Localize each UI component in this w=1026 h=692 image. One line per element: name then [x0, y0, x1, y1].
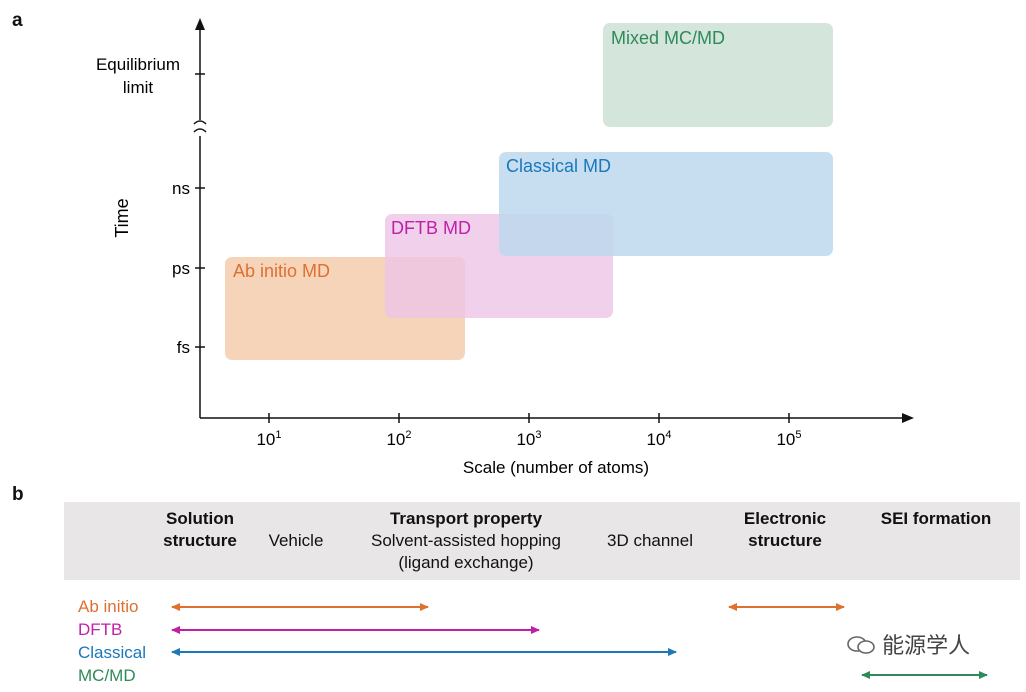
x-tick-label-1e3: 103: [516, 429, 541, 449]
header-electronic-structure: Electronic structure: [726, 508, 844, 552]
x-tick-label-1e1: 101: [256, 429, 281, 449]
panel-b-letter: b: [12, 484, 24, 505]
region-label-classical-md: Classical MD: [506, 156, 611, 176]
header-sei-formation: SEI formation: [880, 509, 992, 528]
region-label-dftb-md: DFTB MD: [391, 218, 471, 238]
x-axis-title: Scale (number of atoms): [463, 458, 649, 477]
y-tick-label-ps: ps: [172, 259, 190, 278]
header-solution-structure: Solution structure: [148, 508, 252, 552]
header-solvent-hopping: Solvent-assisted hopping: [371, 531, 561, 550]
header-electronic-structure-line2: structure: [748, 531, 822, 550]
header-transport-property: Transport property Solvent-assisted hopp…: [338, 508, 594, 574]
method-label-mc-md: MC/MD: [78, 666, 136, 685]
region-mixed-mc-md: [603, 23, 833, 127]
header-transport-property-title: Transport property: [389, 509, 543, 528]
x-tick-label-1e4: 104: [646, 429, 671, 449]
y-tick-label-fs: fs: [177, 338, 190, 357]
chat-bubble-icon: [847, 636, 875, 654]
method-label-ab-initio: Ab initio: [78, 597, 139, 616]
y-upper-label-line2: limit: [123, 78, 153, 97]
y-tick-label-ns: ns: [172, 179, 190, 198]
region-label-mixed-mc-md: Mixed MC/MD: [611, 28, 725, 48]
header-vehicle: Vehicle: [268, 531, 324, 550]
method-label-classical: Classical: [78, 643, 147, 662]
y-upper-label-line1: Equilibrium: [96, 55, 180, 74]
panel-a-letter: a: [12, 10, 23, 31]
watermark-text: 能源学人: [882, 633, 971, 658]
header-solution-structure-line2: structure: [163, 531, 237, 550]
region-classical-md: [499, 152, 833, 256]
y-axis: [193, 28, 207, 418]
y-axis-arrowhead: [195, 18, 205, 30]
method-label-dftb: DFTB: [78, 620, 123, 639]
x-axis-arrowhead: [902, 413, 914, 423]
scale-time-diagram: Ab initio MD DFTB MD Classical MD Mixed …: [96, 18, 914, 477]
process-header-band: [64, 502, 1020, 580]
header-electronic-structure-line1: Electronic: [743, 509, 827, 528]
region-label-ab-initio-md: Ab initio MD: [233, 261, 330, 281]
header-ligand-exchange: (ligand exchange): [398, 553, 534, 572]
x-tick-label-1e2: 102: [386, 429, 411, 449]
x-tick-label-1e5: 105: [776, 429, 801, 449]
watermark: 能源学人: [846, 628, 970, 660]
y-axis-title: Time: [112, 198, 132, 237]
header-3d-channel: 3D channel: [606, 531, 693, 550]
header-solution-structure-line1: Solution: [166, 509, 234, 528]
